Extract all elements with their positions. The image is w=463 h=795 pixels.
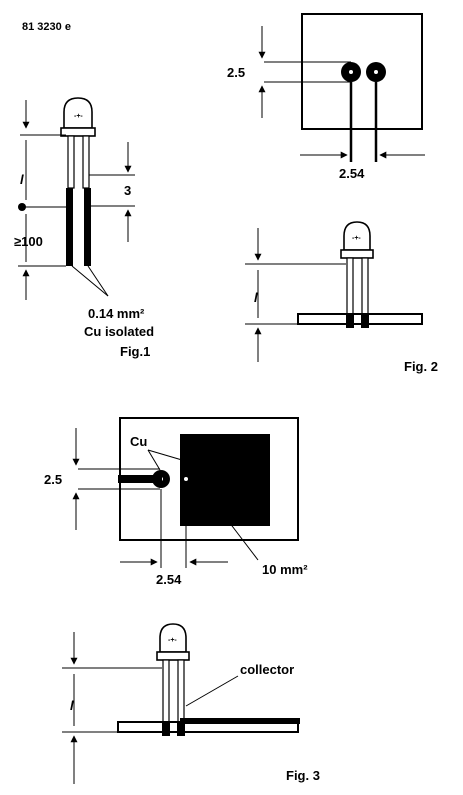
svg-text:-+-: -+- bbox=[352, 235, 361, 242]
fig2-dim-2-5: 2.5 bbox=[227, 65, 245, 80]
fig1-dim-3: 3 bbox=[124, 183, 131, 198]
fig3-caption: Fig. 3 bbox=[286, 768, 320, 783]
fig3-label-collector: collector bbox=[240, 662, 294, 677]
fig2: 2.5 2.54 -+- l Fig. 2 bbox=[227, 13, 438, 374]
fig1-wire-right bbox=[84, 188, 91, 266]
fig1-lead-right bbox=[82, 135, 90, 189]
fig3-trace bbox=[118, 475, 162, 483]
fig2-dim-2-54: 2.54 bbox=[339, 166, 365, 181]
fig2-caption: Fig. 2 bbox=[404, 359, 438, 374]
fig2-board-top bbox=[301, 13, 423, 130]
fig3-copper-side bbox=[180, 718, 300, 724]
fig3-led-flange bbox=[156, 651, 190, 661]
fig1-wire-left bbox=[66, 188, 73, 266]
fig3-lead-left bbox=[162, 659, 170, 723]
fig1-caption: Fig.1 bbox=[120, 344, 150, 359]
fig2-lead-right bbox=[361, 257, 369, 315]
fig2-board-side bbox=[297, 313, 423, 325]
fig3-led-dome bbox=[159, 623, 187, 653]
fig1-wire-note: Cu isolated bbox=[84, 324, 154, 339]
fig2-dim-l: l bbox=[254, 290, 258, 305]
fig3-lead-right bbox=[177, 659, 185, 723]
fig1-dim-l: l bbox=[20, 172, 24, 187]
fig3-copper-pad bbox=[180, 434, 270, 526]
fig1-led-flange bbox=[60, 127, 96, 137]
fig2-led-dome bbox=[343, 221, 371, 251]
fig1-wire-size: 0.14 mm² bbox=[88, 306, 145, 321]
svg-text:-+-: -+- bbox=[168, 637, 177, 644]
document-code: 81 3230 e bbox=[22, 21, 71, 33]
fig1-dim-ge100: ≥100 bbox=[14, 234, 43, 249]
fig2-lead-left bbox=[346, 257, 354, 315]
fig3-dim-l: l bbox=[70, 698, 74, 713]
fig1-led-mark: -+- bbox=[74, 113, 83, 120]
fig1-led-dome bbox=[63, 97, 93, 129]
fig1: -+- l ≥100 3 0.14 mm² Cu isolated Fig.1 bbox=[14, 97, 154, 359]
fig2-led-flange bbox=[340, 249, 374, 259]
fig3-dim-2-5: 2.5 bbox=[44, 472, 62, 487]
fig3-pad-area: 10 mm² bbox=[262, 562, 308, 577]
fig1-lead-left bbox=[67, 135, 75, 189]
fig3-dim-2-54: 2.54 bbox=[156, 572, 182, 587]
fig3-label-cu: Cu bbox=[130, 434, 147, 449]
fig3: Cu 2.5 2.54 10 mm² -+- collector bbox=[44, 417, 320, 784]
